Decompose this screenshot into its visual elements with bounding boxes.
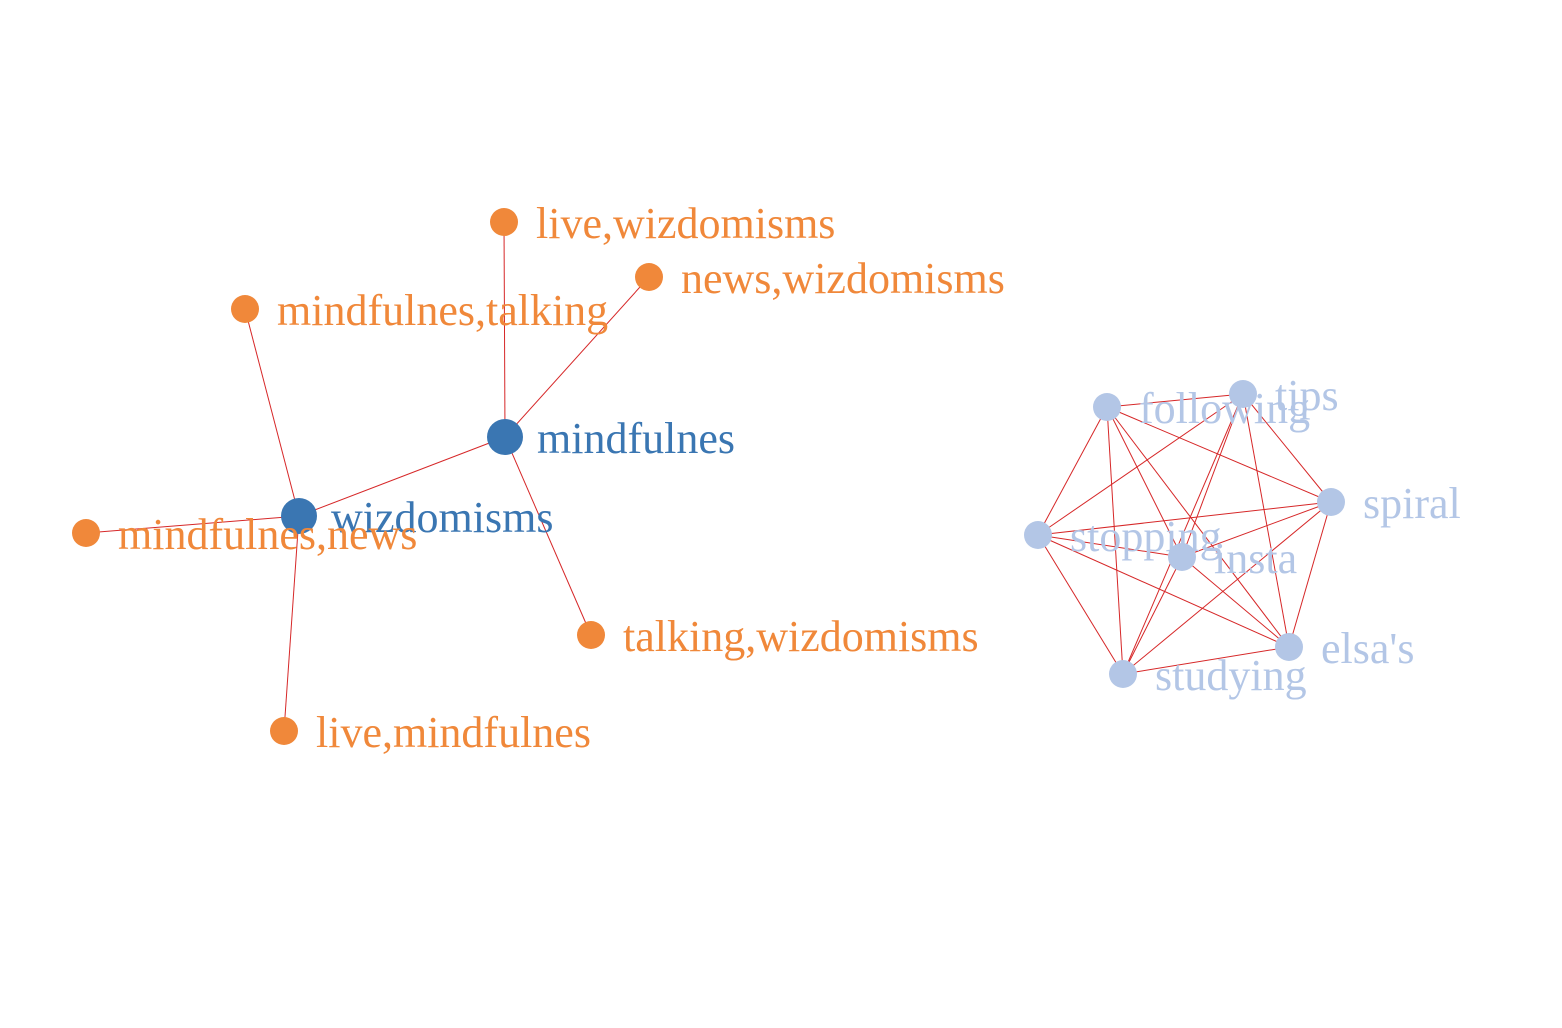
node-label-mindfulnes: mindfulnes <box>537 414 735 463</box>
node-tips[interactable] <box>1229 380 1257 408</box>
edge-tips-stopping <box>1037 393 1244 536</box>
edge-spiral-insta <box>1181 501 1332 558</box>
edge-tips-insta <box>1181 393 1244 558</box>
edge-wizdomisms-mindfulnes_talking <box>244 308 300 517</box>
edge-stopping-elsas <box>1037 534 1290 648</box>
node-mindfulnes_news[interactable] <box>72 519 100 547</box>
edge-following-stopping <box>1037 406 1108 536</box>
edge-following-elsas <box>1106 406 1290 648</box>
node-label-live_mindfulnes: live,mindfulnes <box>316 708 591 757</box>
edge-tips-elsas <box>1242 393 1290 648</box>
edge-spiral-studying <box>1122 501 1332 675</box>
edge-mindfulnes-wizdomisms <box>298 436 506 517</box>
node-news_wizdomisms[interactable] <box>635 263 663 291</box>
node-stopping[interactable] <box>1024 521 1052 549</box>
edge-stopping-insta <box>1037 534 1183 558</box>
node-label-tips: tips <box>1275 371 1339 420</box>
edge-mindfulnes-live_wizdomisms <box>503 221 506 438</box>
node-elsas[interactable] <box>1275 633 1303 661</box>
node-label-mindfulnes_talking: mindfulnes,talking <box>277 286 608 335</box>
node-label-wizdomisms: wizdomisms <box>331 493 553 542</box>
node-live_mindfulnes[interactable] <box>270 717 298 745</box>
node-label-mindfulnes_news: mindfulnes,news <box>118 510 417 559</box>
edge-mindfulnes-talking_wizdomisms <box>504 436 592 636</box>
node-label-following: following <box>1139 384 1310 433</box>
node-layer <box>72 208 1345 745</box>
node-mindfulnes[interactable] <box>487 419 523 455</box>
node-following[interactable] <box>1093 393 1121 421</box>
edge-elsas-studying <box>1122 646 1290 675</box>
node-studying[interactable] <box>1109 660 1137 688</box>
edge-following-spiral <box>1106 406 1332 503</box>
edge-insta-elsas <box>1181 556 1290 648</box>
node-label-elsas: elsa's <box>1321 624 1414 673</box>
edge-insta-studying <box>1122 556 1183 675</box>
node-mindfulnes_talking[interactable] <box>231 295 259 323</box>
edge-wizdomisms-live_mindfulnes <box>283 515 300 732</box>
edge-spiral-elsas <box>1288 501 1332 648</box>
node-label-spiral: spiral <box>1363 479 1461 528</box>
node-wizdomisms[interactable] <box>281 498 317 534</box>
node-live_wizdomisms[interactable] <box>490 208 518 236</box>
node-insta[interactable] <box>1168 543 1196 571</box>
node-label-studying: studying <box>1155 651 1307 700</box>
node-label-live_wizdomisms: live,wizdomisms <box>536 199 835 248</box>
edge-spiral-stopping <box>1037 501 1332 536</box>
node-label-talking_wizdomisms: talking,wizdomisms <box>623 612 979 661</box>
node-spiral[interactable] <box>1317 488 1345 516</box>
label-layer: mindfulnes wizdomisms live,wizdomisms news,… <box>118 199 1461 757</box>
edge-stopping-studying <box>1037 534 1124 675</box>
edge-wizdomisms-mindfulnes_news <box>85 515 300 534</box>
edge-mindfulnes-news_wizdomisms <box>504 276 650 438</box>
node-talking_wizdomisms[interactable] <box>577 621 605 649</box>
edge-following-tips <box>1106 393 1244 408</box>
edge-layer <box>85 221 1332 732</box>
edge-following-studying <box>1106 406 1124 675</box>
edge-following-insta <box>1106 406 1183 558</box>
node-label-stopping: stopping <box>1070 512 1222 561</box>
edge-tips-studying <box>1122 393 1244 675</box>
edge-tips-spiral <box>1242 393 1332 503</box>
node-label-insta: insta <box>1214 534 1297 583</box>
node-label-news_wizdomisms: news,wizdomisms <box>681 254 1005 303</box>
